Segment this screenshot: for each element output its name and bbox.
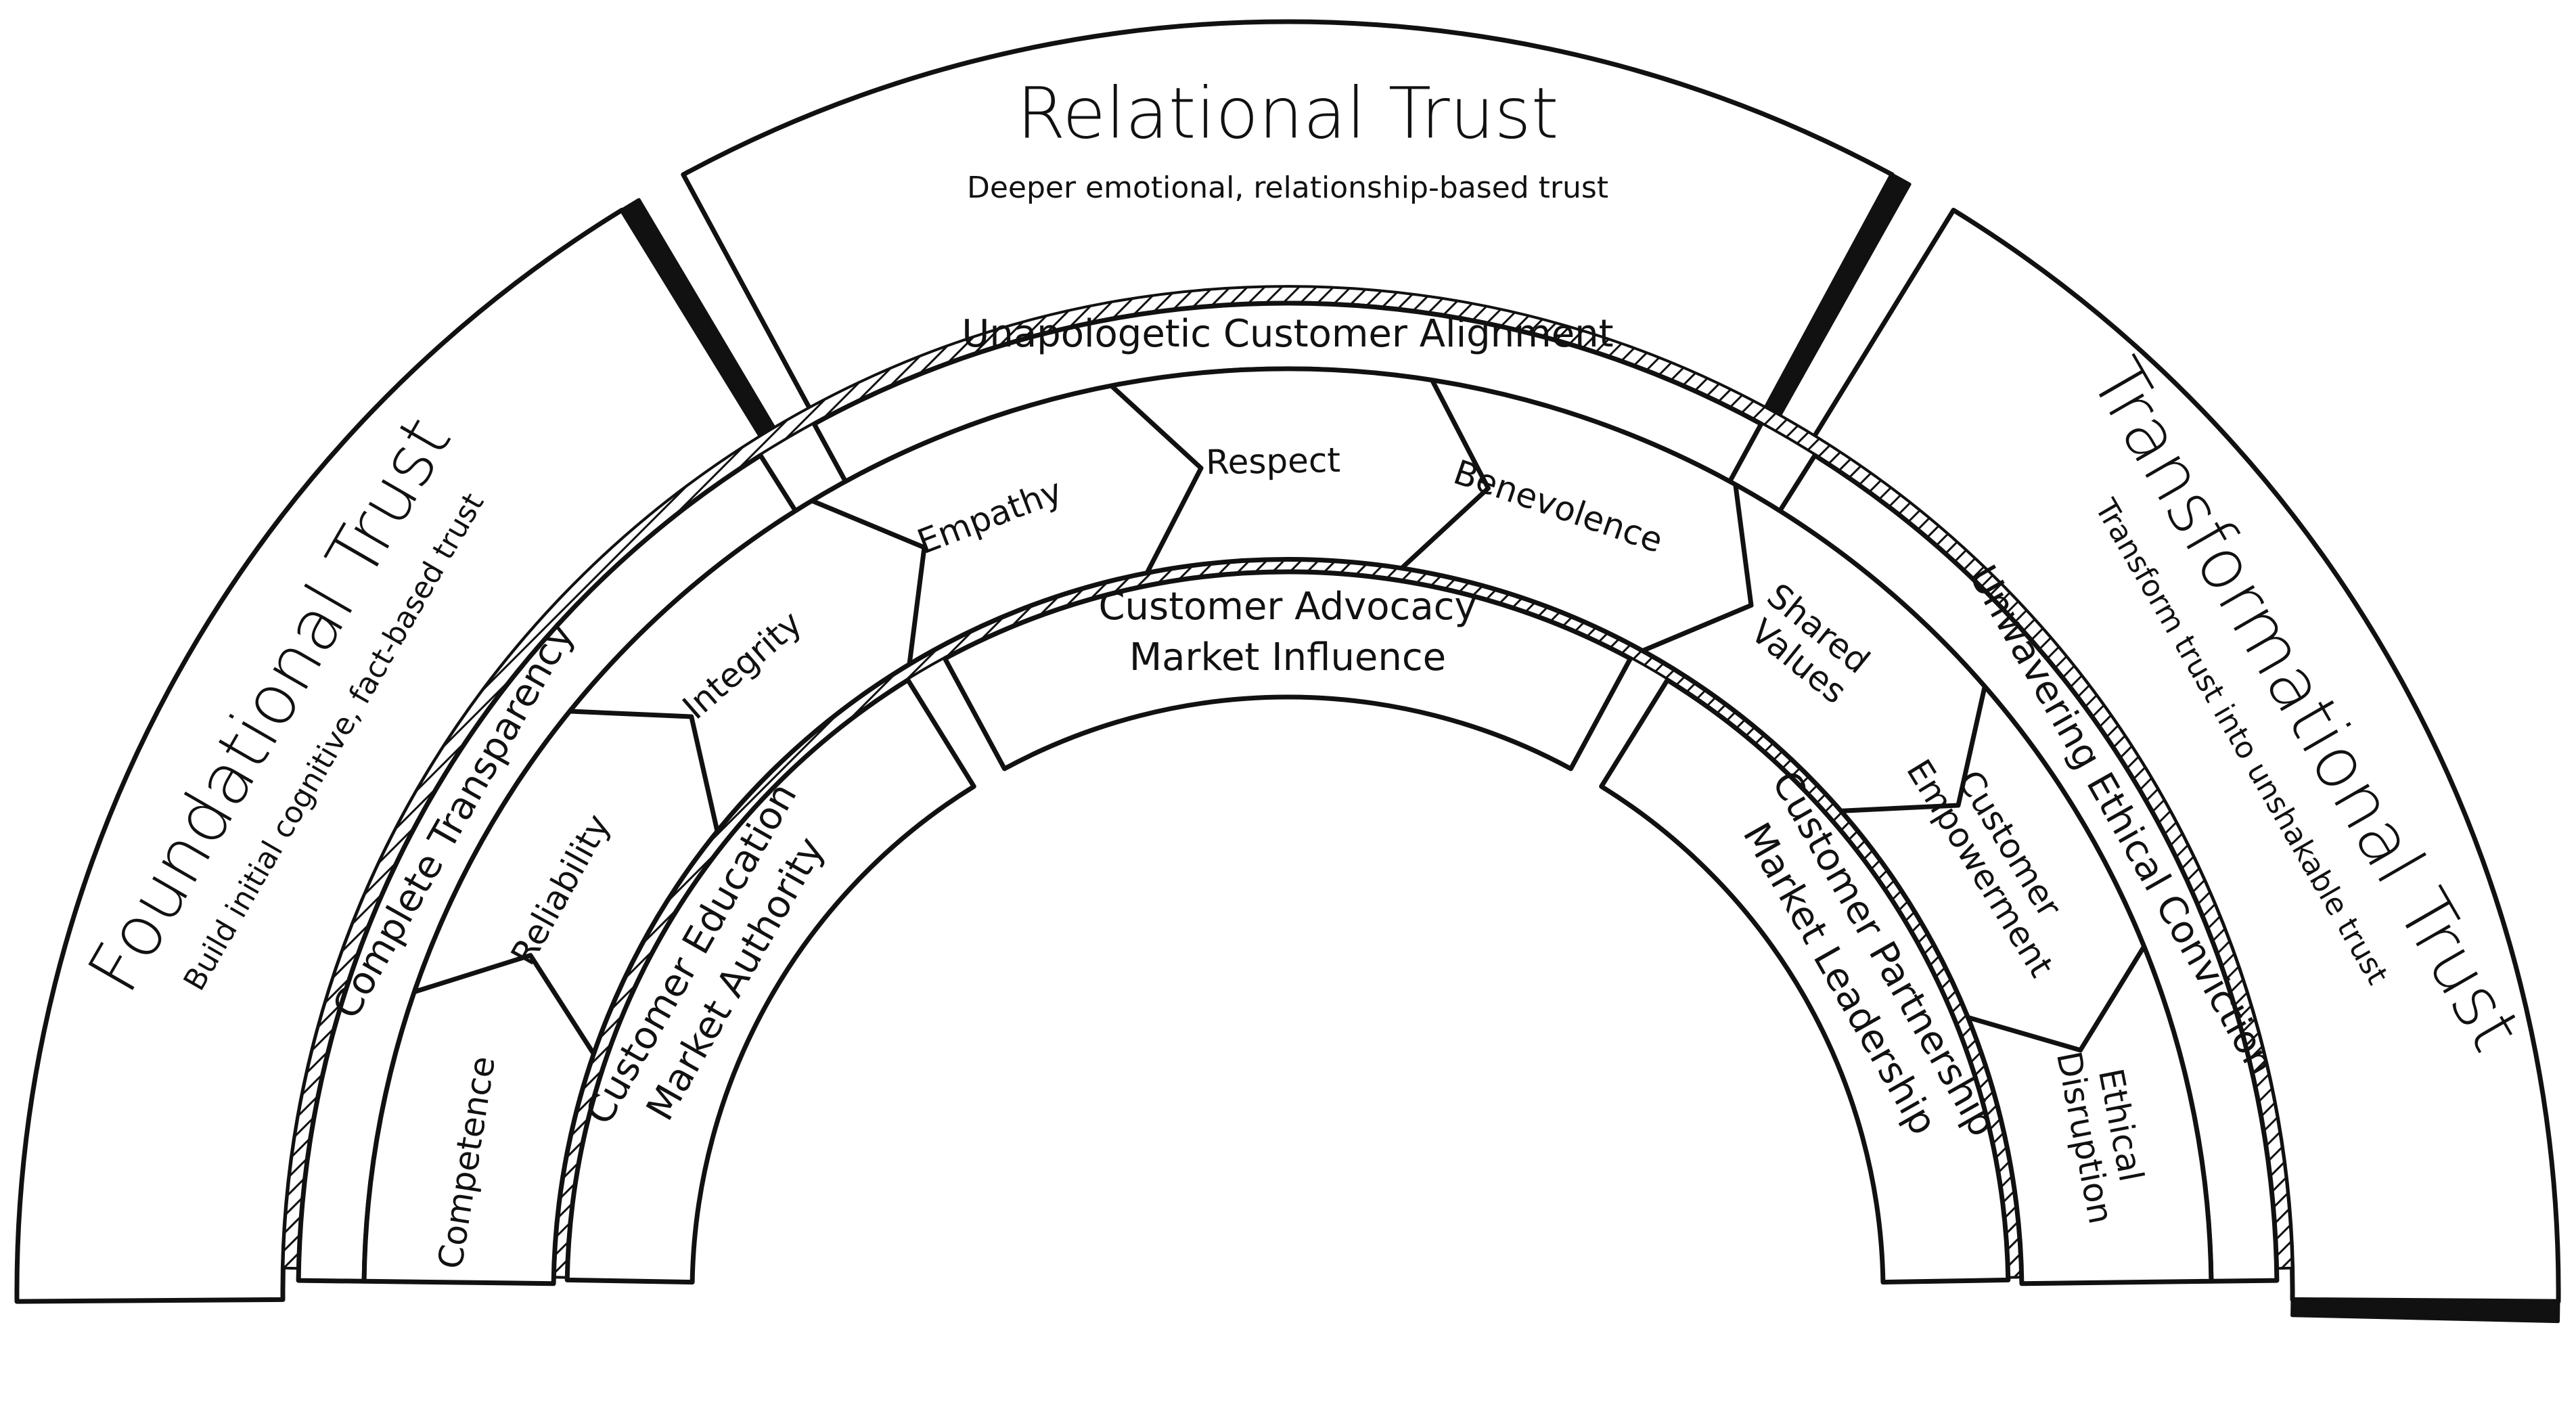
segment-dividers: [413, 379, 2146, 1055]
outer-groove-ring: [281, 285, 2294, 1270]
attribute-segment-ring: Competence Reliability Integrity Empathy…: [361, 366, 2214, 1286]
unapologetic-customer-alignment-label: Unapologetic Customer Alignment: [962, 312, 1613, 356]
relational-trust-title: Relational Trust: [1017, 72, 1559, 154]
unapologetic-customer-alignment-band: Unapologetic Customer Alignment: [811, 300, 1764, 485]
relational-trust-subtitle: Deeper emotional, relationship-based tru…: [967, 171, 1608, 205]
segment-ethical-disruption: Ethical Disruption: [2049, 1041, 2158, 1227]
customer-advocacy-block: Customer Advocacy Market Influence: [943, 569, 1633, 771]
market-influence-label: Market Influence: [1129, 635, 1446, 679]
customer-advocacy-label: Customer Advocacy: [1098, 585, 1476, 629]
segment-respect: Respect: [1206, 441, 1341, 482]
